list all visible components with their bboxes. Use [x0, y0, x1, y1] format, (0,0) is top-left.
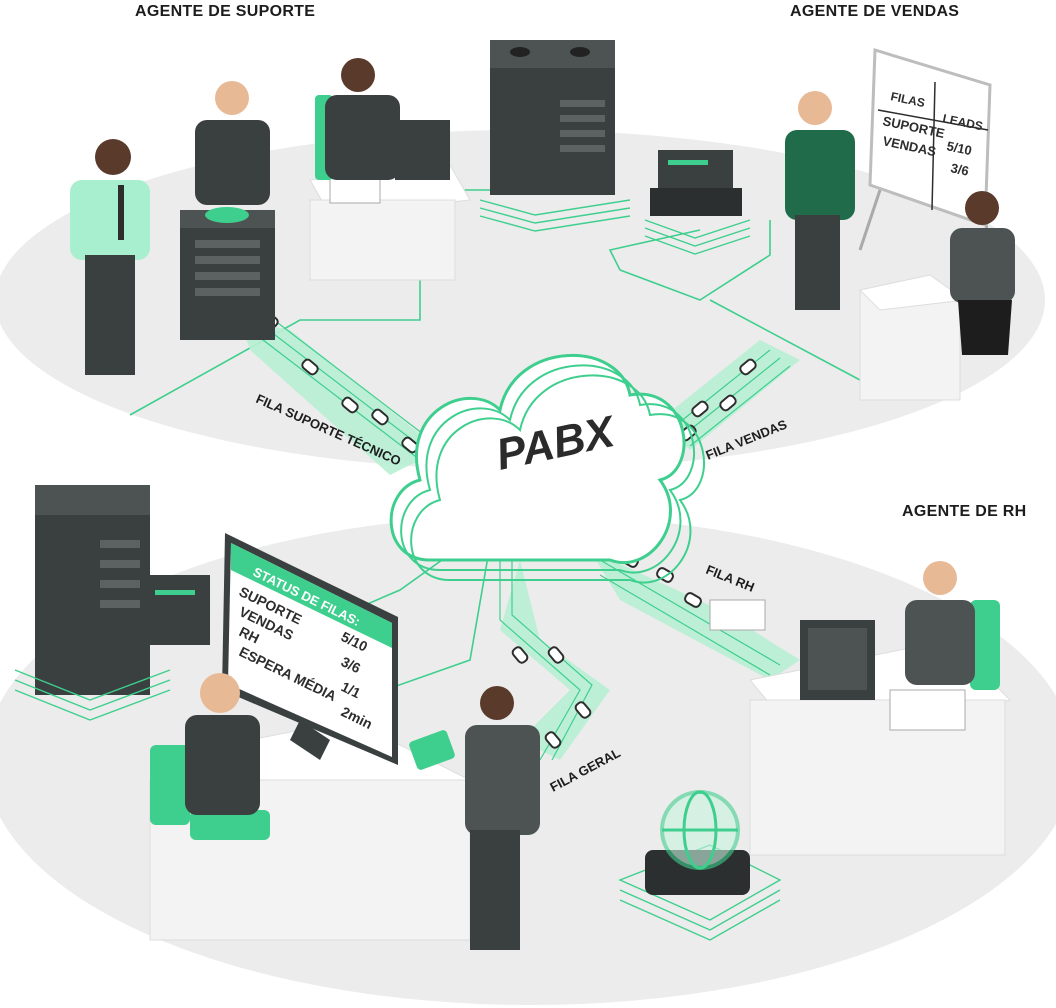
- phone-icon: [511, 646, 529, 664]
- desk-vendas: [858, 274, 967, 401]
- desk-rh: [709, 599, 1012, 856]
- phone-icon: [547, 646, 565, 664]
- person-support-3: [325, 58, 400, 180]
- server-icon: [14, 485, 210, 721]
- chair: [150, 95, 1000, 840]
- phone-icon: [574, 701, 592, 719]
- person-sales-1: [785, 91, 855, 310]
- phone-icon: [684, 592, 702, 608]
- person-hr: [905, 561, 975, 685]
- cloud-icon: [389, 354, 705, 584]
- person-main-2: [409, 686, 540, 950]
- whiteboard-row-value: 5/10: [945, 138, 973, 158]
- header-agente-suporte: AGENTE DE SUPORTE: [135, 3, 315, 20]
- person-main-1: [185, 673, 260, 815]
- phone-icon: [544, 731, 562, 749]
- server-icon: [479, 40, 631, 232]
- header-agente-vendas: AGENTE DE VENDAS: [790, 3, 959, 20]
- monitor-row-value: 3/6: [339, 653, 364, 676]
- header-agente-rh: AGENTE DE RH: [902, 503, 1027, 520]
- person-sales-2: [950, 191, 1015, 355]
- phone-icon: [719, 394, 737, 412]
- whiteboard: FILAS LEADS SUPORTE VENDAS 5/10 3/6: [858, 47, 992, 271]
- phone-icon: [739, 358, 757, 376]
- monitor-row-name: RH: [237, 623, 262, 646]
- globe-icon: [618, 790, 782, 941]
- server-icon: [644, 150, 751, 255]
- monitor-icon: [222, 533, 398, 765]
- phone-icon: [341, 396, 359, 414]
- whiteboard-row-value: 3/6: [949, 160, 970, 178]
- person-support-2: [195, 81, 270, 205]
- person-support-1: [70, 139, 150, 375]
- phone-icon: [301, 358, 319, 376]
- server-icon: [180, 207, 275, 340]
- monitor-row-value: 1/1: [339, 678, 364, 701]
- phone-icon: [691, 400, 709, 418]
- phone-icon: [371, 408, 389, 426]
